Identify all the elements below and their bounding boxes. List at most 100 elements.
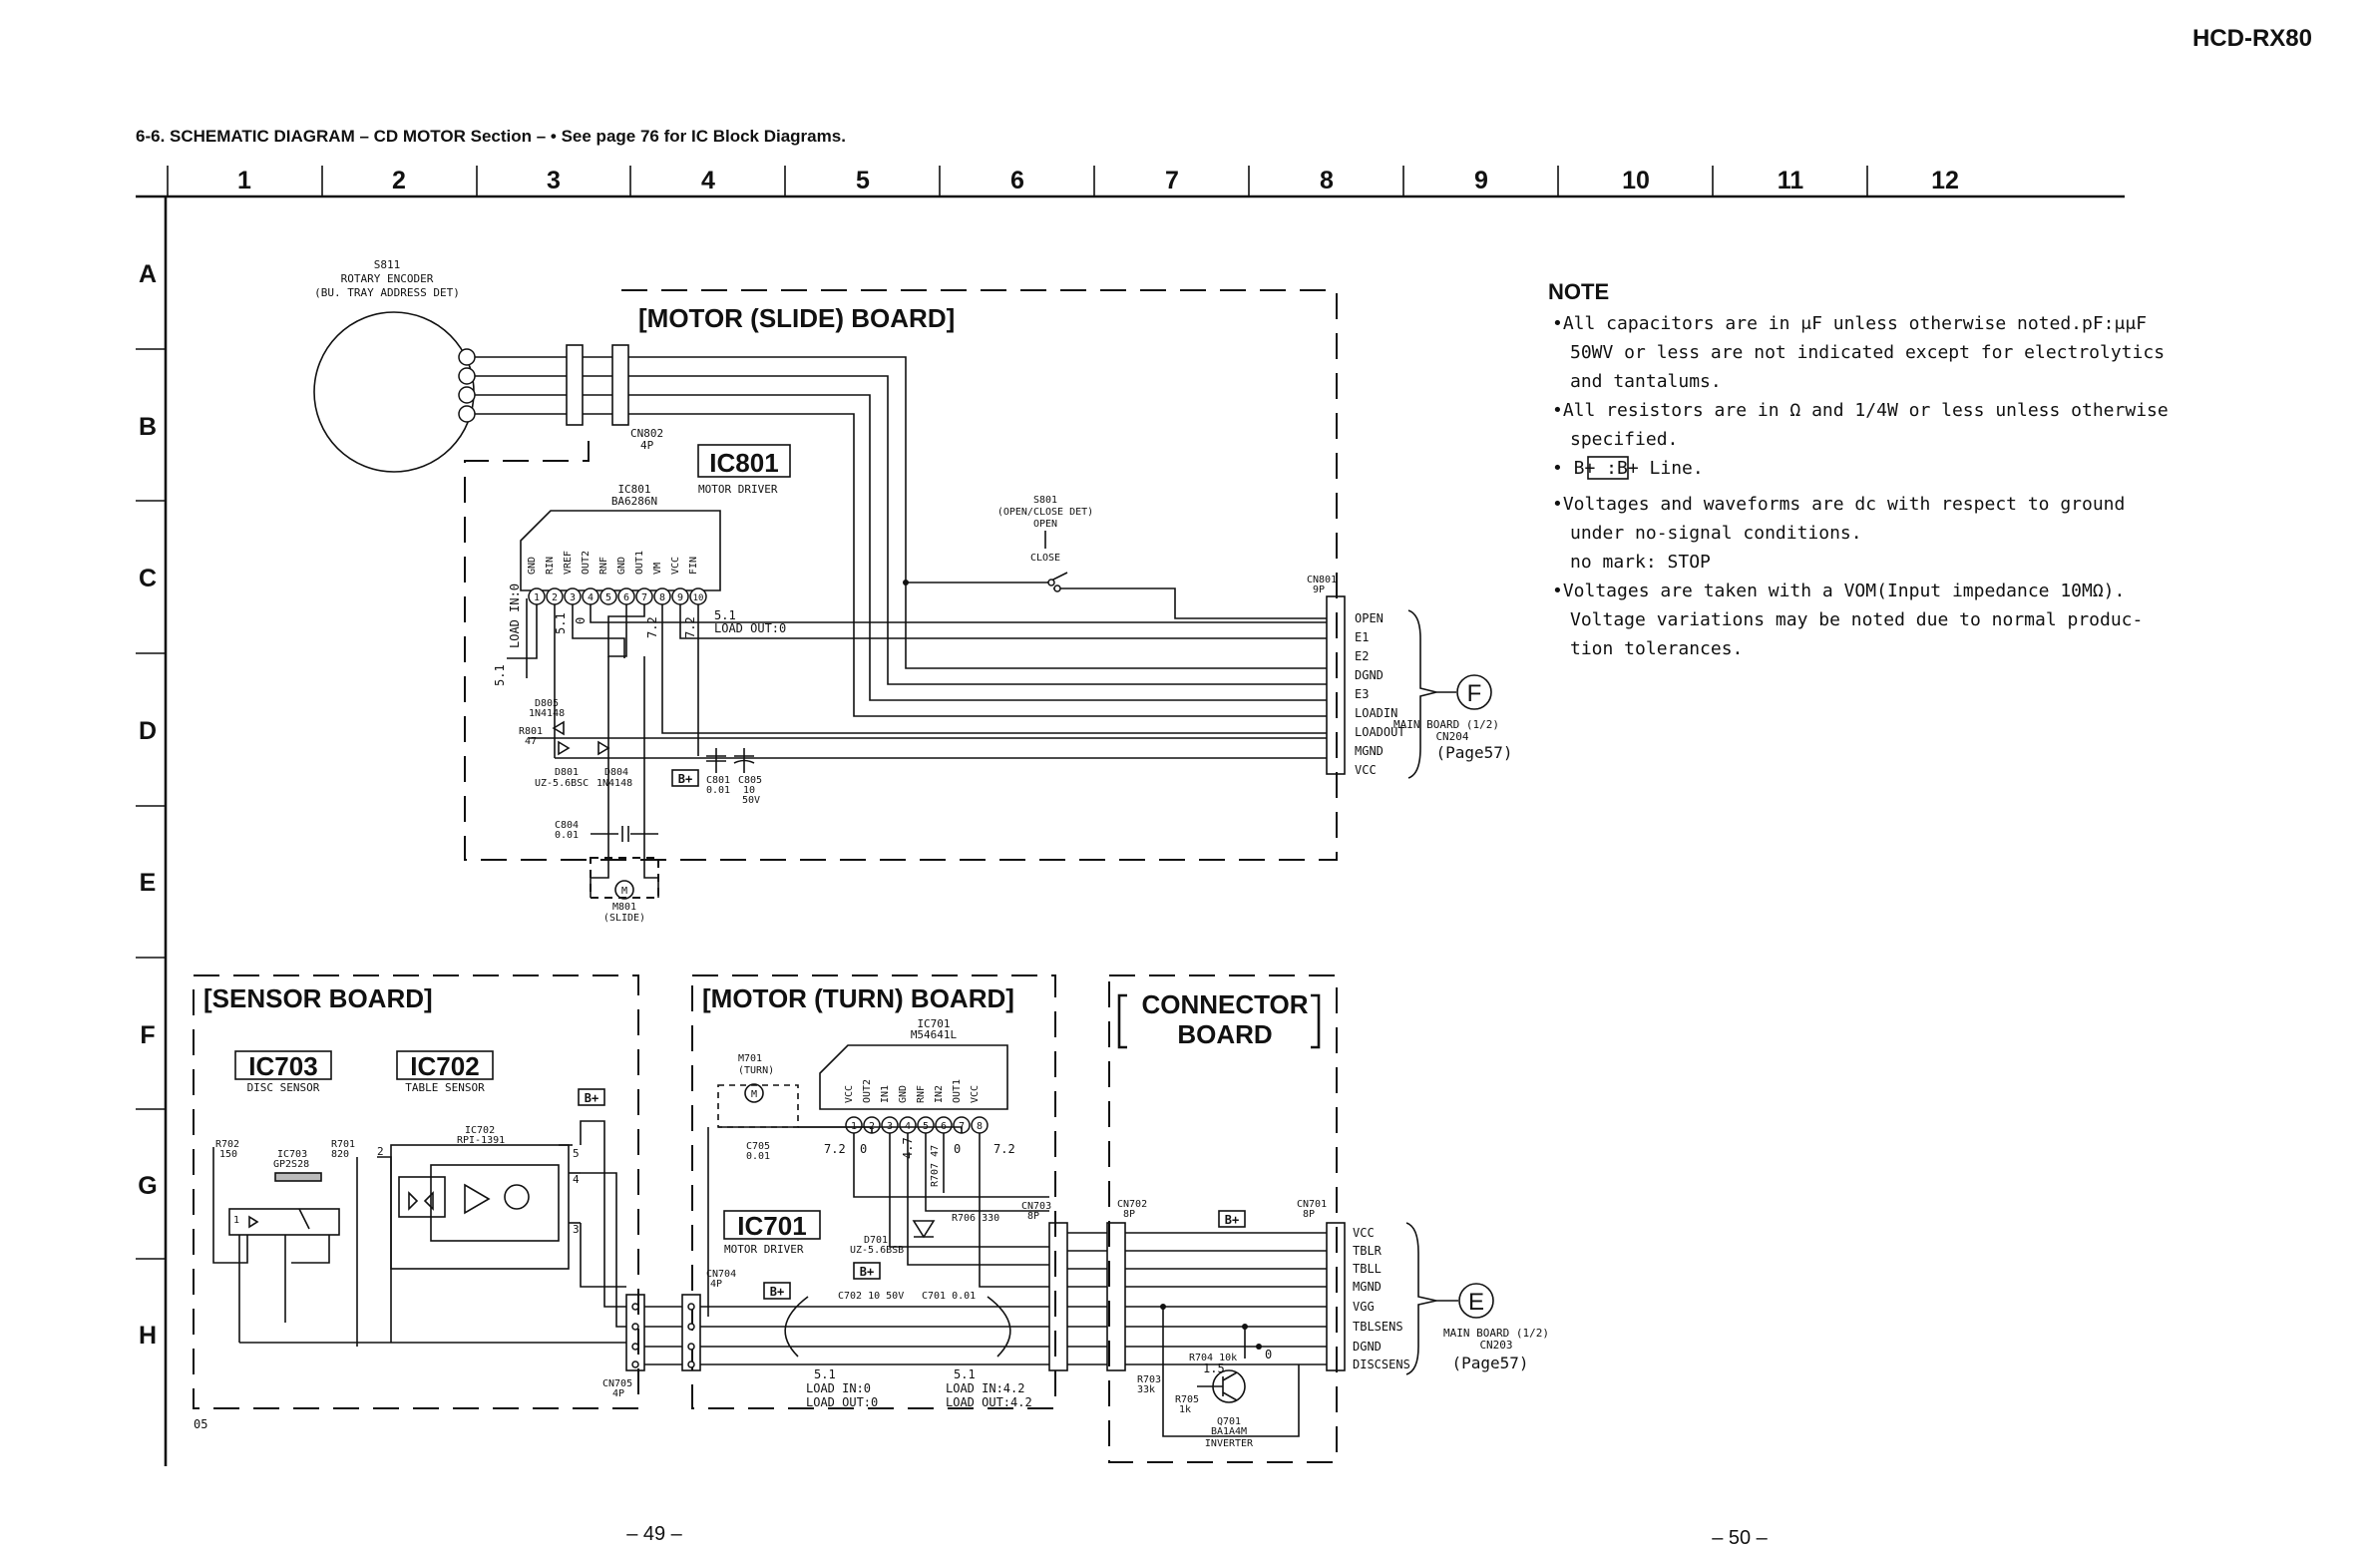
svg-text:OPEN: OPEN (1355, 611, 1384, 625)
r701-label: R701 (331, 1139, 355, 1150)
v1-label: 1.5 (1203, 1361, 1225, 1375)
svg-text:VREF: VREF (563, 551, 574, 575)
svg-text:2: 2 (552, 592, 558, 603)
svg-text:TBLSENS: TBLSENS (1353, 1320, 1403, 1334)
ic702-desc: TABLE SENSOR (405, 1081, 485, 1094)
row-label: F (140, 1021, 155, 1049)
m701-label: M701 (738, 1053, 762, 1064)
svg-text:RIN: RIN (545, 557, 556, 575)
svg-text:VCC: VCC (1353, 1226, 1375, 1240)
svg-text:5: 5 (605, 592, 611, 603)
note-line: •All resistors are in Ω and 1/4W or less… (1552, 400, 2169, 421)
v-p6: 0 (954, 1142, 961, 1156)
footnote-code: 05 (194, 1417, 207, 1431)
note-line: •Voltages and waveforms are dc with resp… (1552, 494, 2125, 515)
note-block: NOTE •All capacitors are in μF unless ot… (1548, 279, 2169, 659)
m801-label: M801 (612, 902, 636, 913)
s801-close: CLOSE (1030, 553, 1060, 564)
svg-text:S811: S811 (374, 258, 401, 271)
c705-value: 0.01 (746, 1151, 770, 1162)
c804-value: 0.01 (555, 830, 579, 841)
column-label: 7 (1165, 167, 1179, 194)
sensor-board-title: [SENSOR BOARD] (203, 983, 433, 1013)
note-line: Voltage variations may be noted due to n… (1570, 609, 2143, 630)
svg-text:DISCSENS: DISCSENS (1353, 1358, 1410, 1371)
turn-bplus-2: B+ (770, 1285, 784, 1299)
load-out-label: LOAD OUT:0 (714, 621, 786, 635)
svg-text:E1: E1 (1355, 630, 1369, 644)
to-e-label: E (1468, 1289, 1484, 1316)
note-line: •Voltages are taken with a VOM(Input imp… (1552, 581, 2125, 601)
r801-label: R801 (519, 726, 543, 737)
cn705-label: CN705 (602, 1378, 632, 1389)
row-label: E (140, 869, 157, 897)
cn702-label: CN702 (1117, 1199, 1147, 1210)
load-right-in: LOAD IN:4.2 (946, 1381, 1024, 1395)
svg-text:ROTARY ENCODER: ROTARY ENCODER (341, 272, 434, 285)
ic703-part: IC703 (277, 1149, 307, 1160)
svg-text:TBLR: TBLR (1353, 1244, 1383, 1258)
load-left-v: 5.1 (814, 1367, 836, 1381)
svg-text:DGND: DGND (1355, 668, 1384, 682)
ic801-part: IC801 (617, 483, 650, 496)
cn701-pins: 8P (1303, 1209, 1315, 1220)
r705-label: R705 (1175, 1394, 1199, 1405)
cn801-pins: 9P (1313, 584, 1325, 595)
load-left-in: LOAD IN:0 (806, 1381, 871, 1395)
row-label: H (139, 1322, 157, 1350)
m701-desc: (TURN) (738, 1065, 774, 1076)
to-main-board: MAIN BOARD (1/2) (1393, 718, 1499, 731)
cn701-label: CN701 (1297, 1199, 1327, 1210)
note-line: no mark: STOP (1570, 552, 1711, 573)
slide-board-title: [MOTOR (SLIDE) BOARD] (638, 303, 955, 333)
page-number-right: – 50 – (1712, 1527, 1768, 1549)
v-zero: 0 (860, 1142, 867, 1156)
load-right-v: 5.1 (954, 1367, 976, 1381)
r704-label: R704 10k (1189, 1353, 1237, 1363)
c805-value: 10 (743, 785, 755, 796)
column-ruler: 1 2 3 4 5 6 7 8 9 10 11 12 (136, 166, 2125, 198)
v-pin10: 7.2 (683, 616, 697, 638)
r705-value: 1k (1179, 1404, 1191, 1415)
svg-text:VCC: VCC (970, 1085, 981, 1103)
to-main-cn-e: CN203 (1479, 1339, 1512, 1352)
note-line: specified. (1570, 429, 1678, 450)
cn802-pins: 4P (640, 439, 654, 452)
c805-volt: 50V (742, 795, 760, 806)
svg-text:4: 4 (588, 592, 594, 603)
cn705-pins: 4P (612, 1388, 624, 1399)
svg-text:OUT2: OUT2 (581, 551, 592, 575)
c705-label: C705 (746, 1141, 770, 1152)
note-line: •All capacitors are in μF unless otherwi… (1552, 313, 2147, 334)
ic702-part: IC702 (465, 1125, 495, 1136)
cn701-pin-list: VCC TBLR TBLL MGND VGG TBLSENS DGND DISC… (1353, 1226, 1410, 1371)
ic703-model: GP2S28 (273, 1159, 309, 1170)
svg-text:IN1: IN1 (880, 1085, 891, 1103)
v-pin3: 5.1 (554, 612, 568, 634)
connector-bplus: B+ (1225, 1213, 1239, 1227)
turn-bplus-1: B+ (860, 1265, 874, 1279)
row-label: B (139, 413, 157, 441)
d701-label: D701 (864, 1235, 888, 1246)
note-line: 50WV or less are not indicated except fo… (1570, 342, 2165, 363)
ic701-desc: MOTOR DRIVER (724, 1243, 804, 1256)
svg-text:GND: GND (616, 557, 627, 575)
d804-label: D804 (604, 767, 628, 778)
load-left-out: LOAD OUT:0 (806, 1395, 878, 1409)
svg-text:VCC: VCC (1355, 763, 1377, 777)
note-heading: NOTE (1548, 279, 1609, 304)
row-label: C (139, 565, 157, 592)
svg-text:GND: GND (898, 1085, 909, 1103)
column-label: 10 (1622, 167, 1650, 194)
r702-label: R702 (215, 1139, 239, 1150)
cn703-pins: 8P (1027, 1211, 1039, 1222)
column-label: 3 (547, 167, 561, 194)
load-in-label: LOAD IN:0 (508, 583, 522, 648)
connector-board-title-2: BOARD (1177, 1019, 1272, 1049)
connector-board-title-1: CONNECTOR (1141, 989, 1308, 1019)
ic801-part: BA6286N (611, 495, 657, 508)
svg-text:M: M (621, 886, 627, 897)
diagram-title: 6-6. SCHEMATIC DIAGRAM – CD MOTOR Sectio… (136, 127, 846, 146)
note-line: under no-signal conditions. (1570, 523, 1862, 544)
